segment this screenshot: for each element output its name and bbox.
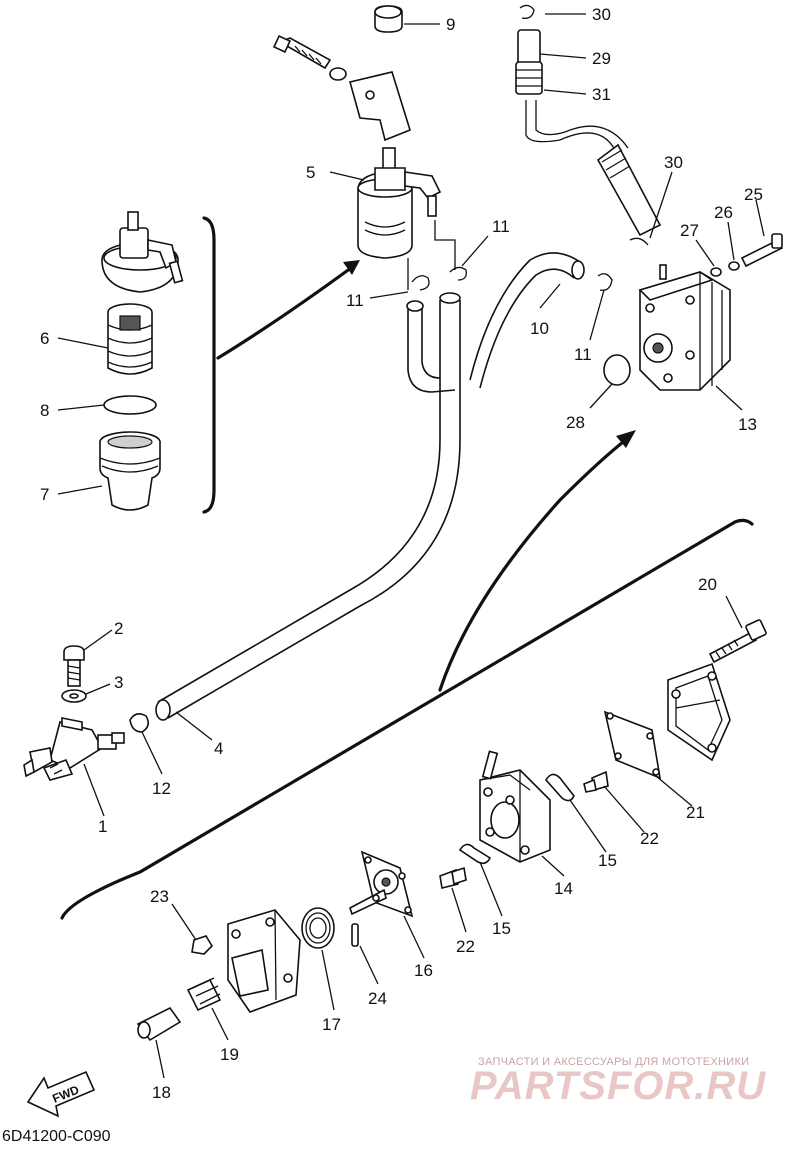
diaphragm-16 xyxy=(349,850,414,918)
fuel-hose-4 xyxy=(155,292,461,721)
diagram-code: 6D41200-C090 xyxy=(2,1128,111,1145)
pin-24 xyxy=(351,923,359,947)
plunger-18 xyxy=(136,1006,182,1042)
callout-labels: 9 30 29 31 5 30 11 27 26 25 11 10 11 6 8… xyxy=(40,5,763,1102)
clip-11-set xyxy=(411,4,649,291)
callout-8: 8 xyxy=(40,401,49,420)
spring-17 xyxy=(301,907,335,949)
filter-element-6 xyxy=(107,303,153,375)
watermark-tagline: ЗАПЧАСТИ И АКСЕССУАРЫ ДЛЯ МОТОТЕХНИКИ xyxy=(478,1056,750,1068)
nut-23 xyxy=(191,935,214,955)
callout-24: 24 xyxy=(368,989,387,1008)
bolt-20 xyxy=(708,619,767,664)
spring-19 xyxy=(186,977,222,1012)
callout-20: 20 xyxy=(698,575,717,594)
joint-1 xyxy=(23,717,125,781)
callout-30: 30 xyxy=(664,153,683,172)
screw-22a xyxy=(583,770,609,793)
callout-31: 31 xyxy=(592,85,611,104)
callout-11: 11 xyxy=(574,345,592,364)
callout-15: 15 xyxy=(598,851,617,870)
callout-14: 14 xyxy=(554,879,573,898)
valve-15a xyxy=(545,773,575,802)
pump-fasteners-25-27 xyxy=(710,233,784,277)
bolt-2-washer-3 xyxy=(61,645,87,703)
callout-3: 3 xyxy=(114,673,123,692)
callout-30: 30 xyxy=(592,5,611,24)
filter-cup-7 xyxy=(99,431,161,511)
fuel-hose-10 xyxy=(406,252,585,393)
callout-5: 5 xyxy=(306,163,315,182)
callout-22: 22 xyxy=(640,829,659,848)
callout-29: 29 xyxy=(592,49,611,68)
joint-29-31 xyxy=(515,29,543,95)
callout-1: 1 xyxy=(98,817,107,836)
fuel-filter-5 xyxy=(357,147,456,290)
screw-22b xyxy=(439,866,467,889)
pump-cover xyxy=(667,662,731,762)
assembly-arrows xyxy=(60,216,754,920)
callout-15: 15 xyxy=(492,919,511,938)
o-ring-8 xyxy=(103,395,157,415)
fwd-arrow-icon: FWD xyxy=(26,1070,96,1118)
callout-4: 4 xyxy=(214,739,223,758)
fuel-pump-13 xyxy=(638,264,731,391)
callout-19: 19 xyxy=(220,1045,239,1064)
leader-lines xyxy=(57,13,765,1079)
callout-12: 12 xyxy=(152,779,171,798)
callout-23: 23 xyxy=(150,887,169,906)
callout-2: 2 xyxy=(114,619,123,638)
vent-hose-29 xyxy=(525,100,662,237)
callout-10: 10 xyxy=(530,319,549,338)
callout-27: 27 xyxy=(680,221,699,240)
o-ring-28 xyxy=(603,354,631,386)
filter-cap-exploded xyxy=(101,211,184,293)
callout-21: 21 xyxy=(686,803,705,822)
gasket-21 xyxy=(603,710,662,780)
callout-11: 11 xyxy=(346,291,364,310)
callout-7: 7 xyxy=(40,485,49,504)
callout-16: 16 xyxy=(414,961,433,980)
clip-12 xyxy=(129,712,150,733)
callout-22: 22 xyxy=(456,937,475,956)
callout-13: 13 xyxy=(738,415,757,434)
pump-body-14 xyxy=(479,750,551,863)
pump-base xyxy=(227,909,301,1013)
callout-9: 9 xyxy=(446,15,455,34)
watermark-brand: PARTSFOR.RU xyxy=(470,1064,767,1108)
callout-6: 6 xyxy=(40,329,49,348)
callout-26: 26 xyxy=(714,203,733,222)
valve-15b xyxy=(458,843,492,865)
callout-28: 28 xyxy=(566,413,585,432)
callout-25: 25 xyxy=(744,185,763,204)
callout-17: 17 xyxy=(322,1015,341,1034)
callout-18: 18 xyxy=(152,1083,171,1102)
callout-11: 11 xyxy=(492,217,510,236)
bracket-and-bolt xyxy=(272,5,411,142)
